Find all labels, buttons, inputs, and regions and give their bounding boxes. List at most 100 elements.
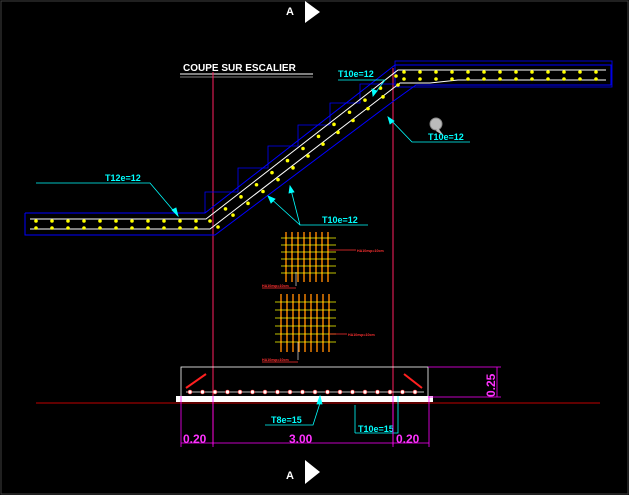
rebar-dot [194, 226, 198, 230]
dimension-lines [180, 366, 501, 447]
rebar-dot [50, 219, 54, 223]
rebar-dot [332, 122, 336, 127]
footing-rebar-dot [300, 389, 305, 395]
rebar-dot [208, 219, 212, 223]
rebar-dot [223, 207, 228, 211]
footing-rebar-dot [187, 389, 193, 395]
mesh-detail-upper: HA10esp=10cm HA10esp=10cm [262, 232, 384, 289]
rebar-dot [498, 77, 502, 81]
footing-rebar-dot [337, 389, 343, 395]
rebar-dot [482, 70, 486, 74]
rebar-dot [321, 142, 325, 146]
rebar-dot [546, 70, 550, 74]
rebar-dot [270, 170, 274, 175]
footing-rebar-dot [212, 389, 218, 395]
footing-rebar-dot [362, 389, 368, 395]
rebar-dot [546, 77, 550, 81]
footing-rebar-dot [400, 389, 405, 395]
dim-left-width: 0.20 [183, 432, 207, 446]
footing-rebar-dot [312, 389, 318, 395]
rebar-dot [498, 70, 502, 74]
label-footing-bottom: T8e=15 [271, 415, 302, 425]
rebar-dot [394, 74, 398, 78]
section-marker-top-label: A [286, 6, 294, 18]
section-arrow-bottom-icon [305, 460, 320, 484]
rebar-dot [514, 70, 518, 74]
rebar-dot [562, 70, 566, 74]
annotations [36, 79, 470, 434]
rebar-dot [162, 219, 166, 223]
rebar-dots [34, 70, 598, 230]
rebar-dot [381, 95, 385, 99]
footing-rebar-dots [187, 389, 418, 395]
rebar-dot [578, 70, 582, 74]
rebar-dot [66, 219, 70, 223]
rebar-dot [285, 158, 290, 163]
rebar-dot [66, 226, 70, 230]
rebar-dot [434, 70, 438, 74]
rebar-dot [114, 226, 118, 230]
title-text: COUPE SUR ESCALIER [183, 63, 297, 74]
mesh-lower-label-right: HA10esp=10cm [348, 333, 375, 337]
rebar-dot [301, 146, 305, 151]
stair-slab [24, 60, 613, 236]
rebar-dot [418, 77, 422, 81]
rebar-dot [34, 226, 38, 230]
rebar-dot [114, 219, 118, 223]
rebar-dot [562, 77, 566, 81]
section-marker-top: A [286, 1, 320, 23]
footing-rebar-dot [350, 389, 355, 395]
footing-rebar-dot [200, 389, 205, 395]
rebar-dot [530, 70, 534, 74]
rebar-dot [418, 70, 422, 74]
rebar-dot [82, 226, 86, 230]
rebar-dot [291, 166, 295, 170]
rebar-dot [254, 182, 259, 187]
rebar-lines [30, 69, 606, 230]
rebar-dot [98, 226, 102, 230]
rebar-dot [50, 226, 54, 230]
footing-rebar-dot [325, 389, 330, 395]
footing-rebar-dot [387, 389, 393, 395]
rebar-dot [34, 219, 38, 223]
section-marker-bottom-label: A [286, 470, 294, 482]
rebar-dot [306, 154, 310, 158]
mesh-detail-lower: HA10esp=10cm HA10esp=10cm [262, 294, 375, 363]
footing-rebar-dot [275, 389, 280, 395]
mesh-upper-label-right: HA10esp=10cm [357, 249, 384, 253]
label-footing-right: T10e=15 [358, 424, 394, 434]
rebar-dot [402, 70, 406, 74]
label-inclined: T10e=12 [322, 215, 358, 225]
rebar-dot [594, 77, 598, 81]
rebar-dot [178, 226, 182, 230]
rebar-dot [239, 195, 243, 199]
rebar-dot [466, 77, 470, 81]
footing-rebar-dot [375, 389, 380, 395]
rebar-dot [366, 106, 370, 111]
rebar-dot [336, 130, 340, 135]
footing-rebar-dot [287, 389, 293, 395]
rebar-dot [276, 177, 280, 182]
rebar-dot [82, 219, 86, 223]
dim-footing-height: 0.25 [484, 373, 498, 397]
mesh-lower-label-left: HA10esp=10cm [262, 358, 289, 362]
rebar-dot [246, 201, 250, 206]
mesh-upper-label-left: HA10esp=10cm [262, 284, 289, 288]
rebar-dot [396, 83, 400, 87]
rebar-dot [146, 226, 150, 230]
footing-rebar-dot [262, 389, 268, 395]
rebar-dot [194, 219, 198, 223]
rebar-dot [130, 226, 134, 230]
rebar-dot [594, 70, 598, 74]
rebar-dot [466, 70, 470, 74]
rebar-dot [216, 225, 220, 229]
rebar-dot [450, 77, 454, 81]
rebar-dot [450, 70, 454, 74]
rebar-dot [261, 189, 265, 194]
cursor-bubble-icon [429, 117, 443, 131]
rebar-dot [98, 219, 102, 223]
dim-center-width: 3.00 [289, 432, 313, 446]
label-upper-right: T10e=12 [428, 132, 464, 142]
